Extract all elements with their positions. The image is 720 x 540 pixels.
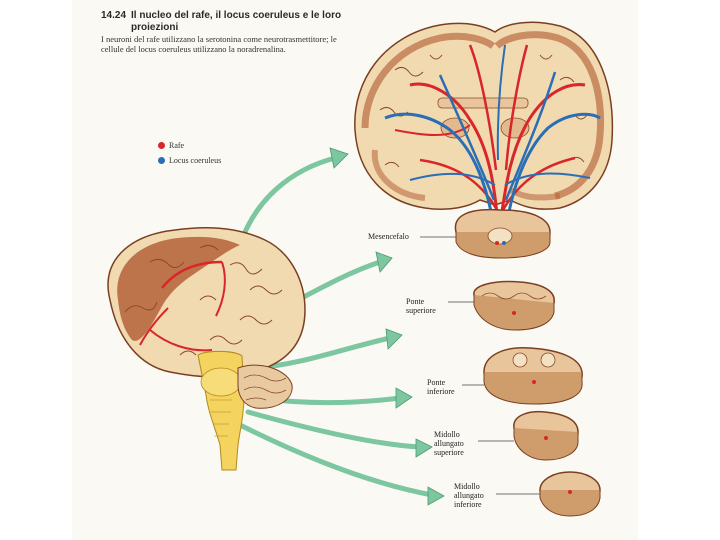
lateral-brain [107,226,306,471]
arrow-heads [329,147,445,506]
label-ponte-inferiore: Ponte inferiore [427,378,455,396]
label-midollo-superiore: Midollo allungato superiore [434,430,464,457]
section-lower-medulla [539,471,601,517]
legend-label-raphe: Rafe [169,141,185,150]
legend-item-raphe: Rafe [158,141,184,150]
label-midollo-inferiore: Midollo allungato inferiore [454,482,484,509]
label-ponte-superiore: Ponte superiore [406,297,436,315]
coronal-brain-section [354,21,614,229]
label-leader-lines [420,236,540,495]
section-upper-pons [473,280,555,331]
legend-label-locus: Locus coeruleus [169,156,222,165]
raphe-color-dot [158,142,165,149]
legend-item-locus: Locus coeruleus [158,156,221,165]
figure-title: Il nucleo del rafe, il locus coeruleus e… [131,10,342,33]
label-mesencefalo: Mesencefalo [368,232,409,241]
section-mesencephalon [454,208,551,259]
figure-caption: I neuroni del rafe utilizzano la seroton… [101,34,337,54]
locus-color-dot [158,157,165,164]
figure-number: 14.24 [101,10,127,21]
section-upper-medulla [513,410,579,461]
section-lower-pons [483,346,583,405]
